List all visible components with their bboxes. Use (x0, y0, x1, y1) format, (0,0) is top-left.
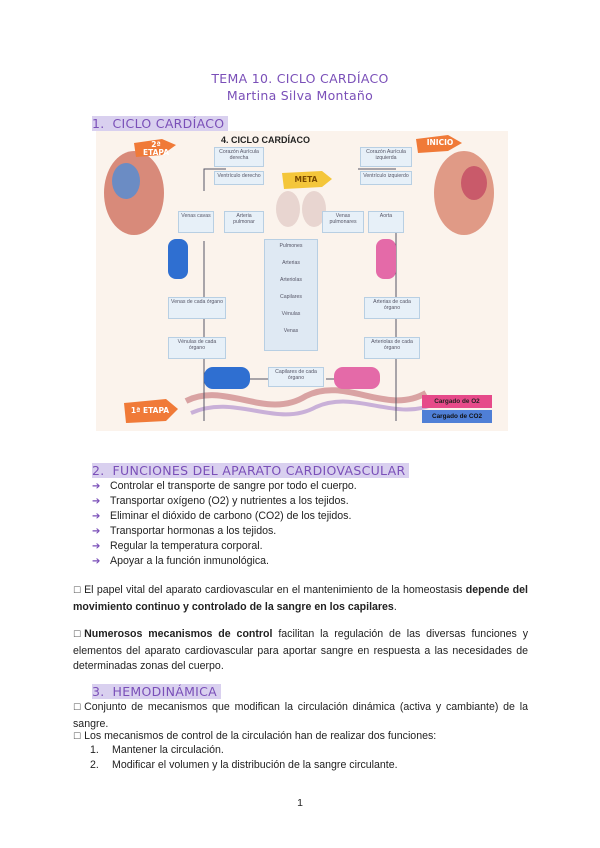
chain-venas: Venas (283, 328, 299, 334)
chain-arteriolas: Arteriolas (280, 277, 302, 283)
car-pink-bottom-icon (334, 367, 380, 389)
list-item-text: Mantener la circulación. (112, 744, 224, 756)
hemodinamica-list: 1. Mantener la circulación. 2. Modificar e… (90, 743, 398, 773)
box-venas-organo: Venas de cada órgano (168, 297, 226, 319)
box-corazon-derecho: Corazón Aurícula derecha (214, 147, 264, 167)
lung-right-graphic (302, 191, 326, 227)
car-blue-bottom-icon (204, 367, 250, 389)
box-glyph-icon: ☐ (73, 586, 82, 596)
para2-text: facilitan la regulación de las diversas … (73, 628, 529, 672)
chain-venulas: Vénulas (281, 311, 301, 317)
page-number: 1 (297, 797, 303, 809)
list-item-text: Modificar el volumen y la distribución d… (112, 759, 398, 771)
box-venas-pulmonares: Venas pulmonares (322, 211, 364, 233)
arrow-right-icon: ➔ (92, 541, 101, 552)
section-2-title: FUNCIONES DEL APARATO CARDIOVASCULAR (112, 463, 406, 478)
arrow-right-icon: ➔ (92, 511, 101, 522)
box-arteria-pulmonar: Arteria pulmonar (224, 211, 264, 233)
box-glyph-icon: ☐ (73, 630, 82, 640)
list-item: ➔ Eliminar el dióxido de carbono (CO2) de… (92, 509, 357, 524)
box-glyph-icon: ☐ (73, 732, 82, 742)
functions-list: ➔ Controlar el transporte de sangre por t… (92, 479, 357, 569)
paragraph-hemodinamica-def: ☐Conjunto de mecanismos que modifican la… (73, 700, 528, 732)
section-3-heading: 3. HEMODINÁMICA (92, 684, 222, 699)
section-3-title: HEMODINÁMICA (112, 684, 218, 699)
box-venulas-organo: Vénulas de cada órgano (168, 337, 226, 359)
section-2-number: 2. (92, 463, 105, 478)
paragraph-hemodinamica-functions: ☐Los mecanismos de control de la circula… (73, 729, 528, 746)
list-item: ➔ Apoyar a la función inmunológica. (92, 554, 357, 569)
section-1-title: CICLO CARDÍACO (112, 116, 225, 131)
list-item-text: Regular la temperatura corporal. (110, 540, 263, 552)
paragraph-homeostasis: ☐El papel vital del aparato cardiovascul… (73, 583, 528, 615)
list-item-text: Transportar hormonas a los tejidos. (110, 525, 277, 537)
list-item-text: Transportar oxígeno (O2) y nutrientes a … (110, 495, 349, 507)
badge-inicio-shape (416, 135, 462, 153)
heart-left-vein-graphic (112, 163, 140, 199)
list-item: ➔ Transportar oxígeno (O2) y nutrientes a… (92, 494, 357, 509)
list-item-text: Eliminar el dióxido de carbono (CO2) de … (110, 510, 352, 522)
section-2-heading: 2. FUNCIONES DEL APARATO CARDIOVASCULAR (92, 463, 410, 478)
arrow-right-icon: ➔ (92, 496, 101, 507)
vessel-network-graphic (184, 387, 428, 408)
section3-p2-text: Los mecanismos de control de la circulac… (84, 730, 437, 742)
figure-graphics (104, 135, 494, 423)
chain-arterias: Arterias (282, 260, 300, 266)
chain-capilares: Capilares (280, 294, 302, 300)
list-item: ➔ Transportar hormonas a los tejidos. (92, 524, 357, 539)
vessel-network-graphic-2 (190, 399, 437, 417)
heart-right-artery-graphic (461, 166, 487, 200)
cardiac-cycle-figure: 4. CICLO CARDÍACO 2ª ETAPA INICIO META 1… (96, 131, 508, 431)
para1-end: . (393, 600, 397, 613)
list-item-text: Controlar el transporte de sangre por to… (110, 480, 357, 492)
car-pink-right-icon (376, 239, 396, 279)
document-author: Martina Silva Montaño (226, 88, 374, 103)
badge-meta-shape (282, 171, 332, 189)
arrow-right-icon: ➔ (92, 526, 101, 537)
document-title: TEMA 10. CICLO CARDÍACO (211, 71, 389, 86)
box-ventriculo-izquierdo: Ventrículo izquierdo (360, 171, 412, 185)
legend-co2: Cargado de CO2 (422, 410, 492, 423)
section-1-number: 1. (92, 116, 105, 131)
list-item: ➔ Controlar el transporte de sangre por t… (92, 479, 357, 494)
list-item: 2. Modificar el volumen y la distribución… (90, 758, 398, 773)
section-3-number: 3. (92, 684, 105, 699)
lung-left-graphic (276, 191, 300, 227)
para1-bold: depende del movimiento continuo y contro… (73, 584, 528, 613)
list-item: 1. Mantener la circulación. (90, 743, 398, 758)
left-circulation-line (203, 168, 226, 421)
arrow-right-icon: ➔ (92, 556, 101, 567)
box-arteriolas-organo: Arteriolas de cada órgano (364, 337, 420, 359)
box-aorta: Aorta (368, 211, 404, 233)
para2-bold: Numerosos mecanismos de control (84, 628, 273, 640)
section-1-heading: 1. CICLO CARDÍACO (92, 116, 229, 131)
paragraph-control-mechanisms: ☐Numerosos mecanismos de control facilit… (73, 627, 528, 675)
list-item-text: Apoyar a la función inmunológica. (110, 555, 270, 567)
legend-o2: Cargado de O2 (422, 395, 492, 408)
box-ventriculo-derecho: Ventrículo derecho (214, 171, 264, 185)
para1-text: El papel vital del aparato cardiovascula… (84, 584, 466, 596)
badge-etapa1-shape (124, 399, 178, 423)
box-arterias-organo: Arterias de cada órgano (364, 297, 420, 319)
figure-title: 4. CICLO CARDÍACO (221, 135, 311, 145)
arrow-right-icon: ➔ (92, 481, 101, 492)
list-number: 2. (90, 759, 99, 771)
list-number: 1. (90, 744, 99, 756)
chain-pulmones: Pulmones (279, 243, 303, 249)
badge-etapa-2: 2ª ETAPA (142, 140, 170, 157)
section3-p1-text: Conjunto de mecanismos que modifican la … (73, 701, 528, 730)
box-capilares-organo: Capilares de cada órgano (268, 367, 324, 387)
badge-etapa-1: 1ª ETAPA (130, 406, 170, 415)
box-corazon-izquierdo: Corazón Aurícula izquierda (360, 147, 412, 167)
badge-meta: META (294, 175, 318, 184)
box-glyph-icon: ☐ (73, 703, 82, 713)
car-blue-left-icon (168, 239, 188, 279)
box-venas-cavas: Venas cavas (178, 211, 214, 233)
list-item: ➔ Regular la temperatura corporal. (92, 539, 357, 554)
badge-etapa2-shape (134, 139, 176, 157)
box-pulmonary-chain: Pulmones Arterias Arteriolas Capilares V… (264, 239, 318, 351)
badge-inicio: INICIO (426, 138, 454, 147)
